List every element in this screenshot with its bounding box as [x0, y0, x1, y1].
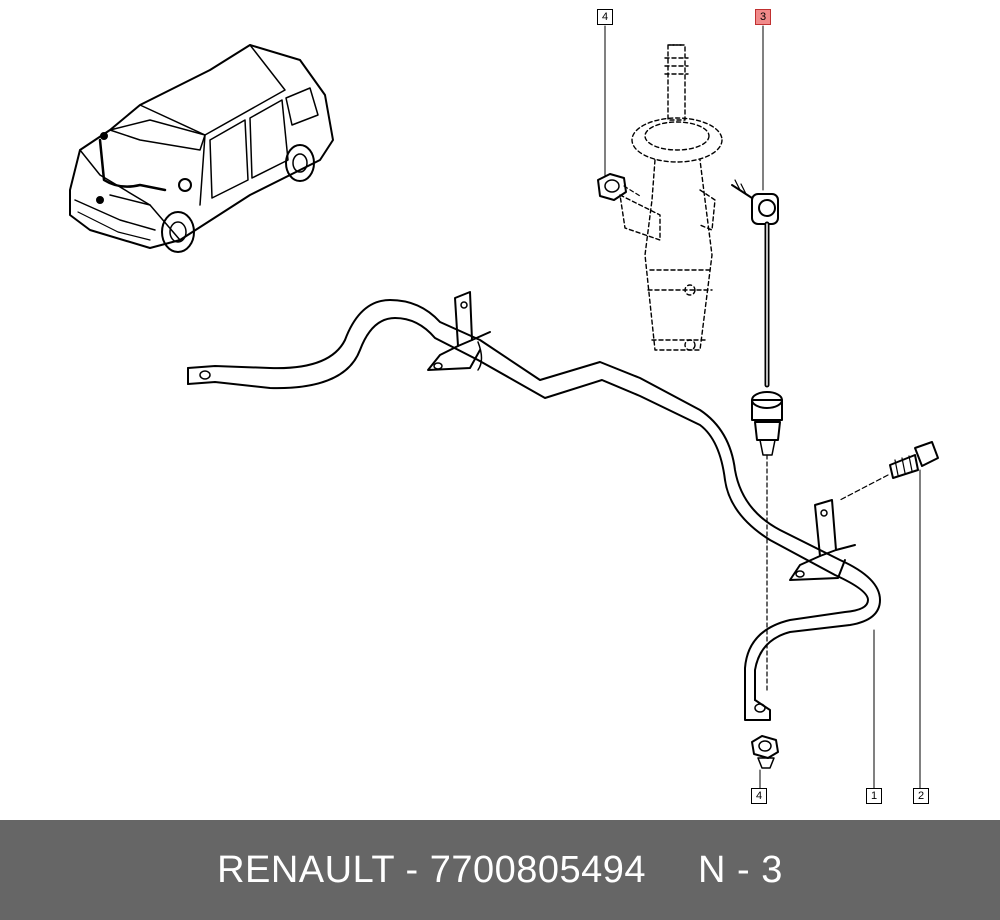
bracket-right: [789, 499, 856, 581]
bolt: [839, 441, 939, 501]
callout-2-bolt: 2: [913, 788, 929, 804]
callout-3-link[interactable]: 3: [755, 9, 771, 25]
diagram-drawing: [69, 25, 939, 789]
nut-top: [597, 173, 641, 201]
parts-diagram: 4 3 4 1 2: [69, 9, 939, 804]
callout-1-bar: 1: [866, 788, 882, 804]
callout-4-bottom: 4: [751, 788, 767, 804]
stabilizer-bar: [187, 299, 881, 721]
part-number-footer: RENAULT - 7700805494 N - 3: [0, 820, 1000, 920]
leader-lines: [604, 25, 921, 789]
part-number-text: RENAULT - 7700805494: [217, 848, 647, 891]
callout-4-top: 4: [597, 9, 613, 25]
stabilizer-link: [731, 179, 783, 691]
nut-bottom: [751, 735, 779, 769]
van-illustration: [69, 44, 334, 253]
bracket-left: [427, 291, 491, 371]
strut-assembly: [619, 44, 723, 351]
diagram-reference: N - 3: [698, 848, 783, 891]
